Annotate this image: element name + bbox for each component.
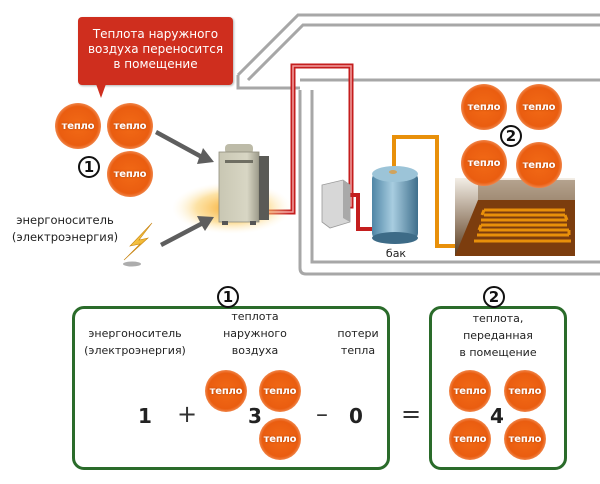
heat-token: тепло	[516, 142, 562, 188]
energy-source-label: энергоноситель (электроэнергия)	[84, 327, 186, 357]
callout-line: Теплота наружного	[92, 27, 219, 41]
equals-operator: =	[401, 400, 422, 428]
heat-token: тепло	[55, 103, 101, 149]
marker-two: 2	[483, 286, 505, 308]
transferred-heat-label: теплота, переданная в помещение	[459, 312, 537, 359]
plus-operator: +	[177, 400, 198, 428]
heat-token: тепло	[516, 84, 562, 130]
callout-tail	[96, 84, 106, 98]
heat-loss-label: потери тепла	[337, 327, 379, 357]
callout-line: в помещение	[113, 57, 198, 71]
heat-token: тепло	[205, 370, 247, 412]
tank-icon	[372, 166, 418, 244]
heat-token: тепло	[259, 370, 301, 412]
heat-token: тепло	[449, 370, 491, 412]
callout-line: воздуха переносится	[87, 42, 224, 56]
floor-heating-icon	[455, 178, 575, 256]
transferred-heat-value: 4	[490, 404, 504, 428]
energy-value: 1	[138, 404, 152, 428]
heat-token: тепло	[107, 103, 153, 149]
energy-source-label: энергоноситель (электроэнергия)	[11, 213, 119, 244]
equation-box-input	[72, 306, 390, 470]
marker-one: 1	[78, 156, 100, 178]
heat-token: тепло	[504, 370, 546, 412]
outdoor-heat-value: 3	[248, 404, 262, 428]
marker-two: 2	[500, 125, 522, 147]
callout-bubble: Теплота наружного воздуха переносится в …	[78, 17, 233, 85]
outdoor-heat-label: теплота наружного воздуха	[223, 310, 287, 357]
heat-token: тепло	[107, 151, 153, 197]
heat-token: тепло	[449, 418, 491, 460]
heat-token: тепло	[461, 84, 507, 130]
marker-one: 1	[217, 286, 239, 308]
heat-loss-value: 0	[349, 404, 363, 428]
heat-token: тепло	[461, 140, 507, 186]
heat-token: тепло	[504, 418, 546, 460]
minus-operator: –	[316, 400, 328, 428]
arrow-icon	[155, 130, 214, 247]
lightning-bolt-icon	[123, 222, 153, 267]
heat-token: тепло	[259, 418, 301, 460]
outdoor-unit-icon	[218, 144, 269, 225]
indoor-unit-icon	[321, 179, 351, 229]
tank-label: бак	[385, 247, 407, 260]
